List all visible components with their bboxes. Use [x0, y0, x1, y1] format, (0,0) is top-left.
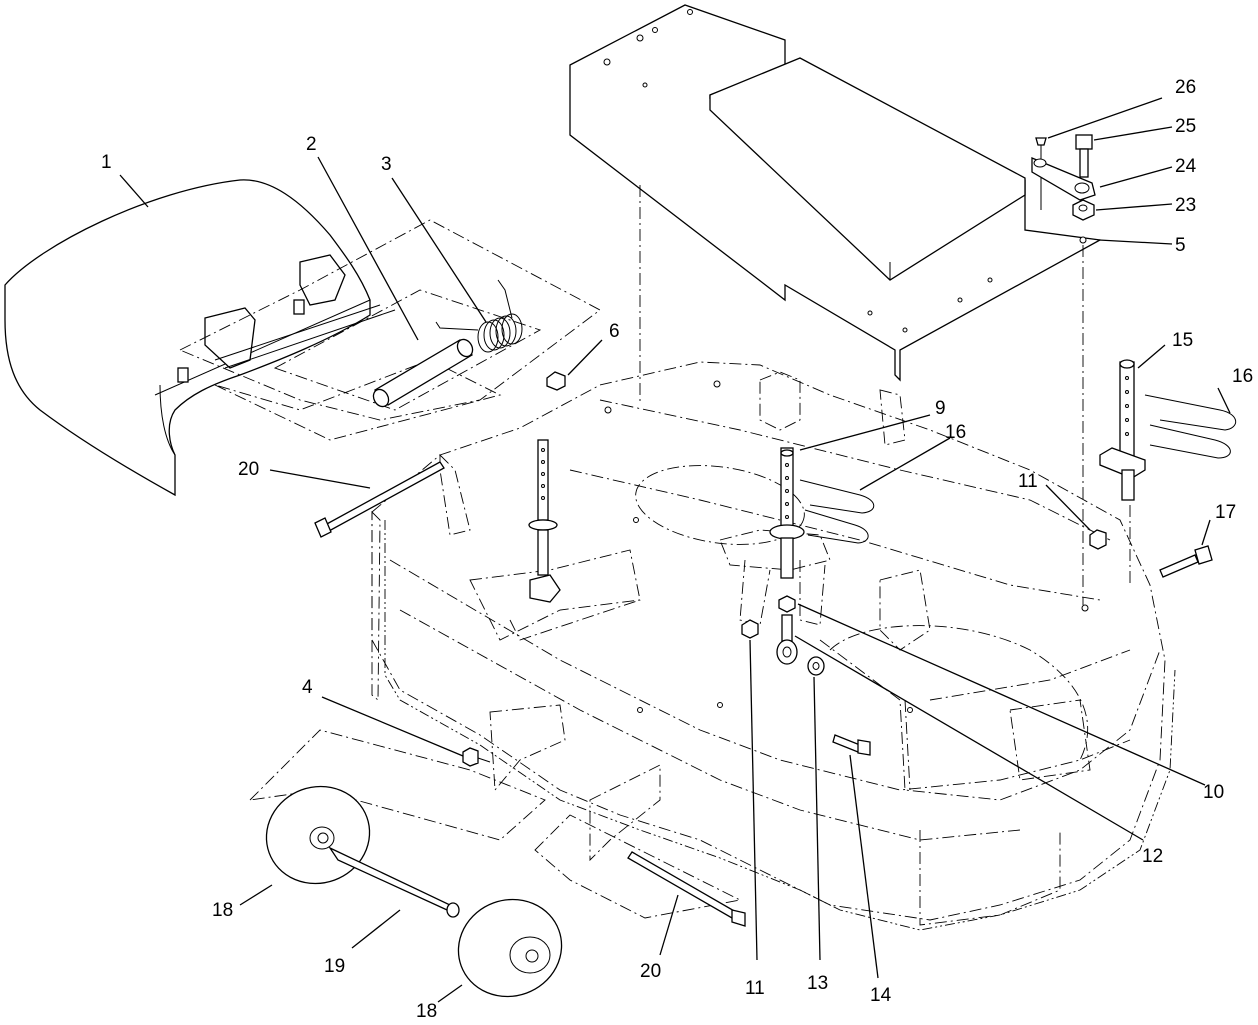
callout-18-left: 18 — [212, 900, 233, 921]
deck-cover-plate-part-5 — [569, 4, 1103, 382]
callout-20-lower: 20 — [640, 961, 661, 982]
callout-12: 12 — [1142, 846, 1163, 867]
nut-4-centerline — [477, 757, 491, 763]
hairpin-clip-part-16-right — [1144, 394, 1237, 459]
hardware-phantom-box-inner — [214, 359, 502, 441]
height-rod-left — [528, 439, 561, 603]
callout-labels: 1 2 3 4 5 6 9 10 11 11 12 13 14 15 16 16… — [101, 77, 1253, 1022]
callout-13: 13 — [807, 973, 828, 994]
callout-16-right: 16 — [1232, 366, 1253, 387]
callout-5: 5 — [1175, 235, 1186, 256]
bolt-part-20-upper — [314, 461, 445, 538]
hardware-phantom-box — [178, 219, 601, 421]
callout-9: 9 — [935, 398, 946, 419]
callout-14: 14 — [870, 985, 892, 1006]
nut-part-11-right — [1089, 529, 1107, 550]
spring-phantom-box — [273, 289, 542, 411]
hardware-stack-23-26 — [1031, 134, 1096, 221]
leader-lines — [119, 97, 1231, 1003]
bolt-part-20-lower — [627, 851, 746, 927]
callout-2: 2 — [306, 134, 317, 155]
callout-3: 3 — [381, 154, 392, 175]
height-rod-part-9 — [769, 447, 805, 579]
callout-16-center: 16 — [945, 422, 966, 443]
hairpin-clip-part-16-center — [799, 479, 875, 544]
wheel-phantom-box-right — [534, 814, 742, 919]
callout-24: 24 — [1175, 156, 1197, 177]
callout-17: 17 — [1215, 502, 1236, 523]
callout-10: 10 — [1203, 782, 1224, 803]
callout-1: 1 — [101, 152, 112, 173]
callout-11-right: 11 — [1018, 471, 1038, 492]
caster-wheel-part-18-right — [457, 898, 563, 998]
nut-part-6 — [546, 371, 566, 391]
callout-19: 19 — [324, 956, 345, 977]
jam-nut-part-10 — [778, 595, 796, 613]
rod-end-part-12 — [776, 614, 798, 665]
height-rod-part-15 — [1099, 359, 1146, 501]
callout-26: 26 — [1175, 77, 1196, 98]
bolt-part-14 — [832, 734, 871, 756]
torsion-spring-part-3 — [435, 279, 523, 353]
callout-15: 15 — [1172, 330, 1193, 351]
callout-4: 4 — [302, 677, 313, 698]
nut-part-11-center — [741, 619, 759, 639]
nut-part-4 — [462, 747, 479, 767]
callout-18-bottom: 18 — [416, 1001, 437, 1022]
callout-23: 23 — [1175, 195, 1196, 216]
callout-20-upper: 20 — [238, 459, 259, 480]
mower-deck-outline — [371, 361, 1176, 931]
caster-wheel-part-18-left — [265, 785, 371, 885]
callout-25: 25 — [1175, 116, 1196, 137]
callout-6: 6 — [609, 321, 620, 342]
discharge-chute-part-1 — [4, 179, 396, 497]
axle-part-19 — [328, 846, 460, 918]
pivot-rod-part-2 — [372, 338, 474, 408]
bolt-part-17 — [1159, 545, 1213, 578]
callout-11-bottom: 11 — [745, 978, 765, 999]
washer-part-13 — [807, 656, 825, 676]
